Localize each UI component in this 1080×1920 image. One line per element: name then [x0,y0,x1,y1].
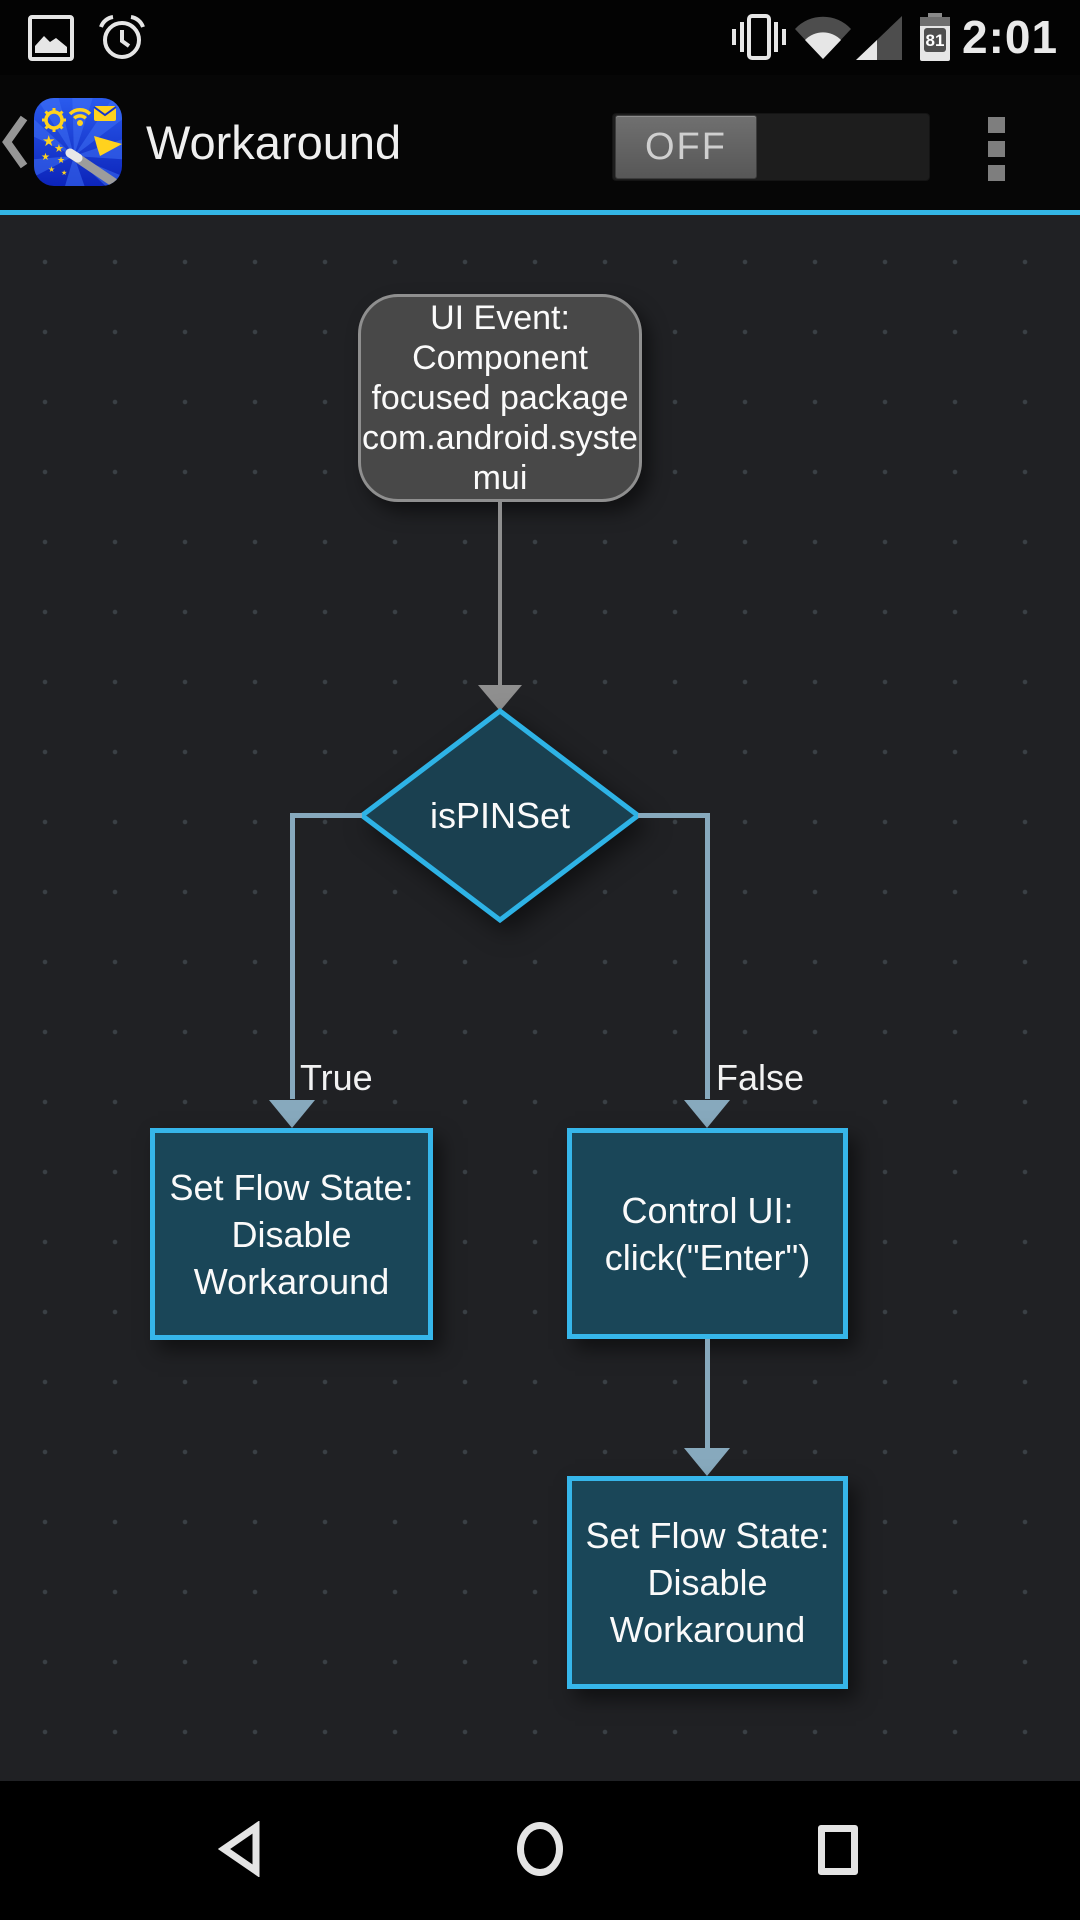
node-text-line: Set Flow State: [169,1166,414,1208]
edge-label-false: False [716,1057,805,1098]
battery-icon: 81 [920,13,950,61]
arrowhead-icon [684,1448,730,1476]
node-text-line: Disable [647,1562,768,1603]
app-bar: ★ ★ ★ ★ ★ ★ Workaround OFF [0,75,1080,210]
connector-event-to-decision [498,502,502,688]
connector-true-vertical [290,813,295,1099]
accent-divider [0,210,1080,215]
node-control-ui[interactable]: Control UI: click("Enter") [567,1128,848,1339]
overflow-dot [988,117,1005,133]
node-text-line: Component [412,339,588,377]
edge-label-true: True [300,1057,373,1098]
svg-text:★: ★ [42,133,55,150]
signal-icon [856,16,902,60]
overflow-dot [988,141,1005,157]
node-decision-shape[interactable] [359,708,641,923]
svg-text:★: ★ [48,165,55,174]
svg-text:★: ★ [57,155,65,165]
alarm-icon [99,15,145,59]
status-bar: 81 2:01 [0,0,1080,75]
node-text-line: focused package [371,379,629,417]
node-ui-event[interactable]: UI Event: Component focused package com.… [358,294,642,502]
toggle-thumb[interactable]: OFF [615,115,757,179]
wifi-icon [795,16,851,59]
node-text-line: UI Event: [430,299,570,337]
node-text-line: click("Enter") [604,1236,811,1278]
node-set-flow-state-next[interactable]: Set Flow State: Disable Workaround [567,1476,848,1689]
node-text-line: Disable [231,1213,352,1255]
photo-icon [28,15,74,61]
overflow-dot [988,165,1005,181]
overflow-menu-icon[interactable] [988,117,1005,189]
vibrate-icon [732,14,786,60]
node-text-line: Control UI: [621,1189,794,1231]
arrowhead-icon [269,1100,315,1128]
node-text-line: com.android.syste [362,419,638,457]
back-chevron-icon[interactable] [2,114,28,170]
navigation-bar [0,1781,1080,1920]
node-text-line: Set Flow State: [585,1515,830,1556]
svg-text:★: ★ [54,143,64,155]
flow-enabled-toggle[interactable]: OFF [612,113,930,181]
arrowhead-icon [684,1100,730,1128]
clock-time: 2:01 [962,11,1059,63]
flowchart-canvas[interactable]: UI Event: Component focused package com.… [0,215,1080,1781]
page-title: Workaround [146,116,402,169]
connector-false-to-next [705,1339,710,1448]
home-icon[interactable] [517,1822,563,1876]
recents-icon[interactable] [818,1825,858,1875]
node-decision-label[interactable]: isPINSet [429,794,571,836]
back-icon[interactable] [218,1821,262,1877]
node-text-line: Workaround [193,1260,390,1302]
app-logo-icon[interactable]: ★ ★ ★ ★ ★ ★ [34,98,122,186]
svg-text:★: ★ [61,169,67,177]
svg-text:★: ★ [41,152,50,163]
connector-false-vertical [705,813,710,1099]
arrowhead-icon [478,685,522,711]
connector-false-horizontal [638,813,710,818]
node-text-line: mui [472,459,528,497]
connector-true-horizontal [290,813,362,818]
battery-level: 81 [926,31,945,50]
node-text-line: Workaround [609,1609,806,1650]
node-set-flow-state-true[interactable]: Set Flow State: Disable Workaround [150,1128,433,1340]
